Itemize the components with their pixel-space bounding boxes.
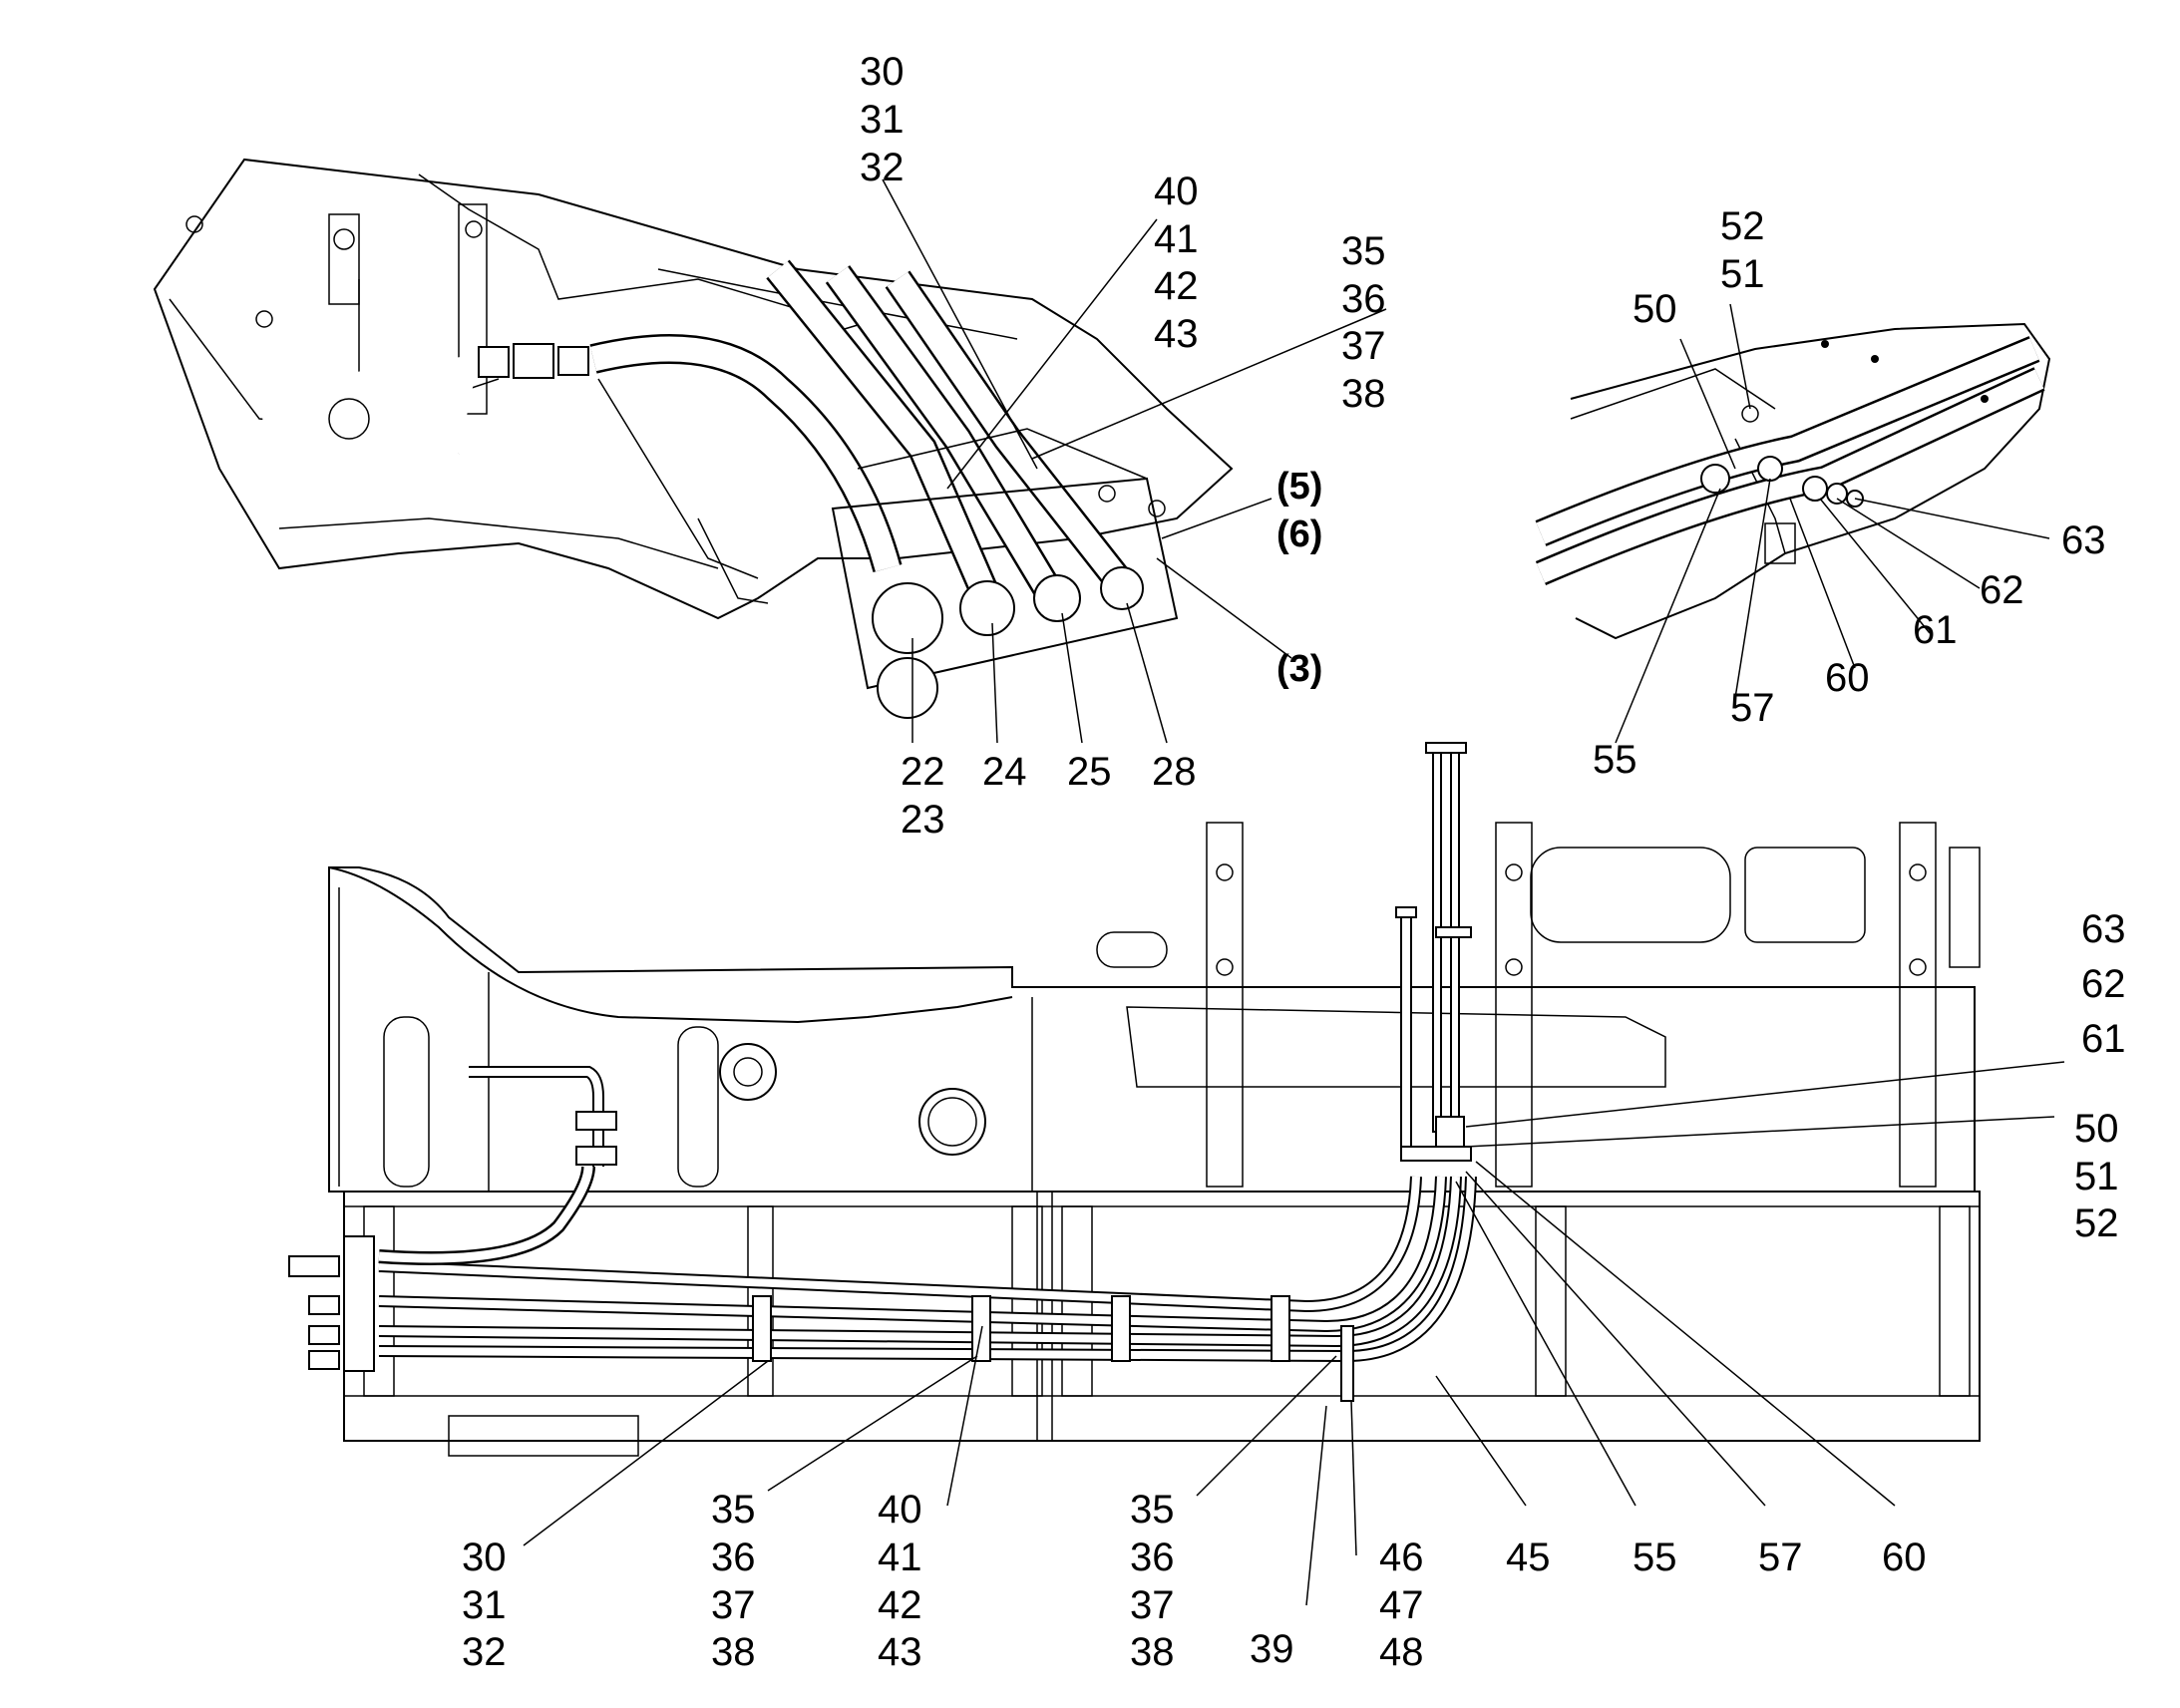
label-38: 38 bbox=[1341, 372, 1386, 416]
label-55-b: 55 bbox=[1633, 1536, 1677, 1579]
label-50-b: 50 bbox=[2074, 1107, 2119, 1151]
label-5: (5) bbox=[1276, 466, 1322, 508]
leader-lines bbox=[523, 178, 2065, 1606]
label-39: 39 bbox=[1250, 1627, 1294, 1671]
label-57: 57 bbox=[1730, 686, 1775, 730]
label-42: 42 bbox=[1154, 264, 1199, 308]
label-61-b: 61 bbox=[2081, 1017, 2126, 1061]
label-52: 52 bbox=[1720, 204, 1765, 248]
label-48: 48 bbox=[1379, 1630, 1424, 1674]
label-35-c: 35 bbox=[1130, 1488, 1175, 1532]
label-52-b: 52 bbox=[2074, 1201, 2119, 1245]
label-36: 36 bbox=[1341, 277, 1386, 321]
label-3: (3) bbox=[1276, 648, 1322, 690]
label-32-b: 32 bbox=[462, 1630, 507, 1674]
detail-view bbox=[1535, 322, 2051, 640]
label-45: 45 bbox=[1506, 1536, 1551, 1579]
label-57-b: 57 bbox=[1758, 1536, 1803, 1579]
label-60: 60 bbox=[1825, 656, 1870, 700]
parallel-hoses bbox=[766, 259, 1129, 604]
label-63: 63 bbox=[2061, 518, 2106, 562]
label-43: 43 bbox=[1154, 312, 1199, 356]
side-view bbox=[288, 742, 1981, 1457]
top-left-view bbox=[153, 158, 1234, 719]
label-41-b: 41 bbox=[878, 1536, 922, 1579]
label-28: 28 bbox=[1152, 750, 1197, 794]
label-38-b: 38 bbox=[711, 1630, 756, 1674]
callout-labels: 30 31 32 40 41 42 43 35 36 37 38 (5) (6)… bbox=[462, 50, 2126, 1674]
label-62: 62 bbox=[1980, 568, 2024, 612]
label-50: 50 bbox=[1633, 287, 1677, 331]
label-46: 46 bbox=[1379, 1536, 1424, 1579]
label-25: 25 bbox=[1067, 750, 1112, 794]
label-35-b: 35 bbox=[711, 1488, 756, 1532]
label-31-b: 31 bbox=[462, 1583, 507, 1627]
label-36-c: 36 bbox=[1130, 1536, 1175, 1579]
label-60-b: 60 bbox=[1882, 1536, 1927, 1579]
label-63-b: 63 bbox=[2081, 907, 2126, 951]
label-32: 32 bbox=[860, 146, 905, 189]
label-51-b: 51 bbox=[2074, 1155, 2119, 1198]
label-61: 61 bbox=[1913, 608, 1958, 652]
label-37: 37 bbox=[1341, 324, 1386, 368]
label-38-c: 38 bbox=[1130, 1630, 1175, 1674]
label-37-c: 37 bbox=[1130, 1583, 1175, 1627]
label-43-b: 43 bbox=[878, 1630, 922, 1674]
label-24: 24 bbox=[982, 750, 1027, 794]
label-37-b: 37 bbox=[711, 1583, 756, 1627]
label-35: 35 bbox=[1341, 229, 1386, 273]
label-30-b: 30 bbox=[462, 1536, 507, 1579]
label-23: 23 bbox=[901, 798, 945, 842]
label-22: 22 bbox=[901, 750, 945, 794]
label-47: 47 bbox=[1379, 1583, 1424, 1627]
label-31: 31 bbox=[860, 98, 905, 142]
label-51: 51 bbox=[1720, 252, 1765, 296]
label-42-b: 42 bbox=[878, 1583, 922, 1627]
label-6: (6) bbox=[1276, 513, 1322, 555]
label-30: 30 bbox=[860, 50, 905, 94]
label-40: 40 bbox=[1154, 170, 1199, 213]
label-40-b: 40 bbox=[878, 1488, 922, 1532]
label-41: 41 bbox=[1154, 217, 1199, 261]
label-36-b: 36 bbox=[711, 1536, 756, 1579]
frame-hoses bbox=[378, 1166, 1477, 1363]
label-55: 55 bbox=[1593, 738, 1637, 782]
label-62-b: 62 bbox=[2081, 962, 2126, 1006]
